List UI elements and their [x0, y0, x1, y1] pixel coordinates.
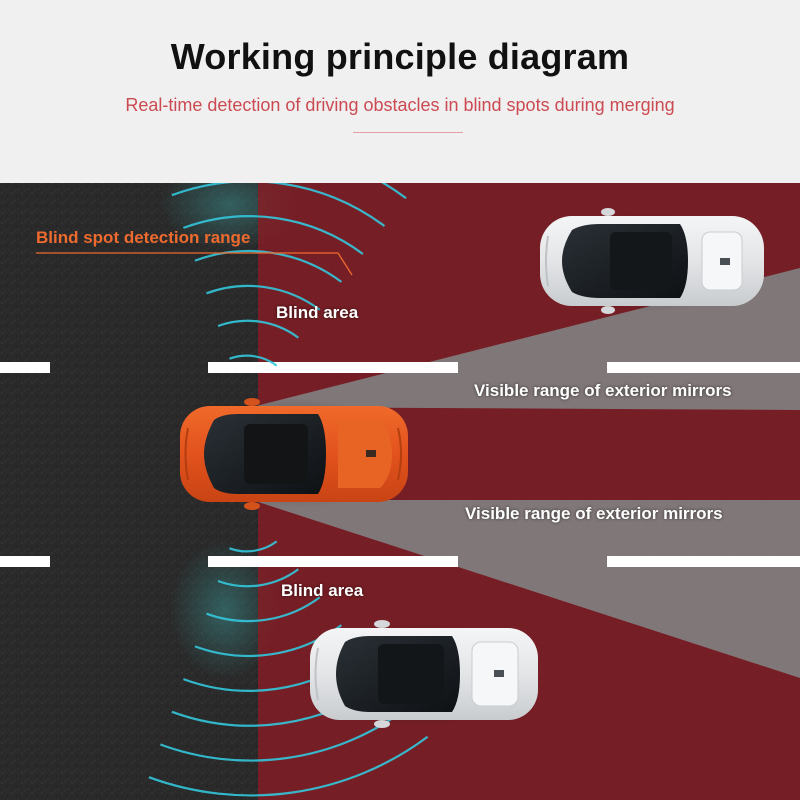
- blind-area-label-top: Blind area: [276, 303, 359, 322]
- glow-bottom-left: [170, 540, 280, 680]
- car-bottom: [300, 620, 540, 728]
- mirror-range-label-top: Visible range of exterior mirrors: [474, 381, 732, 400]
- mirror-range-label-bottom: Visible range of exterior mirrors: [465, 504, 723, 523]
- page-title: Working principle diagram: [170, 36, 630, 77]
- car-main: [172, 398, 412, 510]
- mirror-range-bottom: [252, 500, 800, 678]
- page-subtitle: Real-time detection of driving obstacles…: [125, 95, 675, 115]
- detection-range-label: Blind spot detection range: [36, 228, 251, 247]
- road-scene: [0, 183, 800, 800]
- lane-markings: [0, 362, 800, 567]
- subtitle-divider: [353, 132, 463, 133]
- car-top-right: [532, 208, 768, 314]
- blind-area-label-bottom: Blind area: [281, 581, 364, 600]
- detection-label-pointer: [36, 252, 353, 276]
- header: Working principle diagram Real-time dete…: [0, 0, 800, 183]
